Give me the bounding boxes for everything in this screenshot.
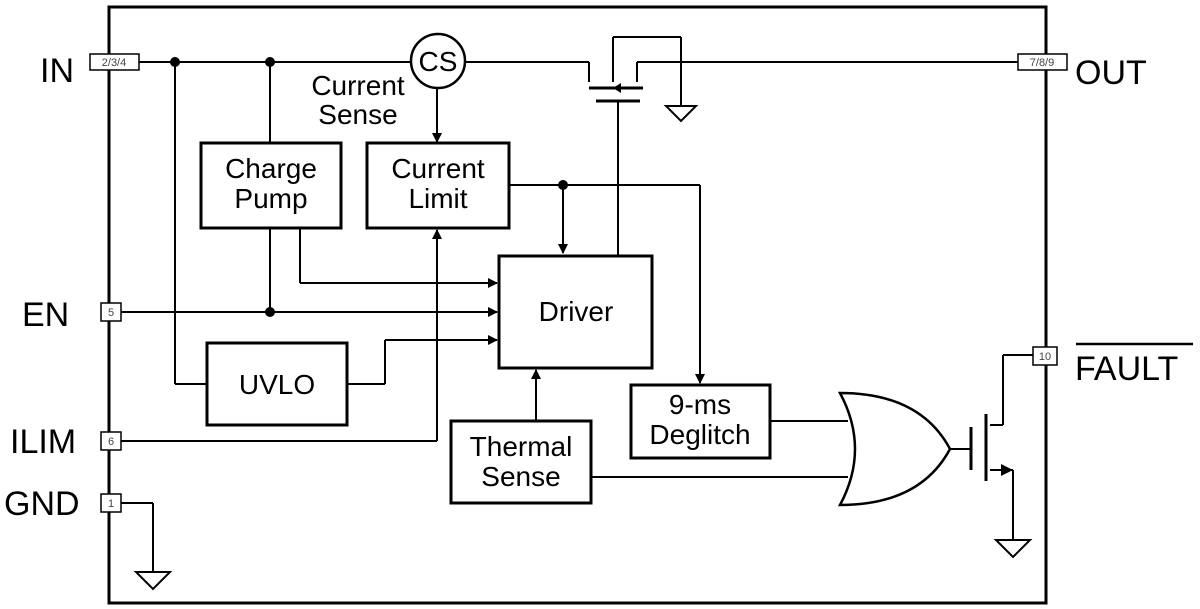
pin-out-number: 7/8/9 [1030,57,1054,69]
pin-gnd-box [100,493,122,513]
charge-pump-block [199,141,343,230]
pin-gnd-label: GND [4,485,80,523]
thermal-sense-label-line2: Sense [481,461,560,492]
thermal-sense-block [449,419,593,505]
current-sense-symbol: CS [419,46,458,77]
pin-out-label: OUT [1075,54,1147,92]
pin-out-box [1017,53,1068,71]
deglitch-block [629,383,772,460]
pin-ilim-box [100,431,122,451]
driver-block [497,254,654,370]
current-limit-label-line2: Limit [408,183,467,214]
pin-fault-box [1032,346,1058,366]
pin-in-box [89,53,140,71]
current-sense-label-line2: Sense [318,99,397,130]
pin-in-number: 2/3/4 [102,57,126,69]
thermal-sense-label-line1: Thermal [470,431,573,462]
ground-icon [133,571,173,591]
fault-fet [969,414,1013,481]
charge-pump-label-line1: Charge [225,153,317,184]
ground-icon [993,539,1033,559]
pin-fault-label: FAULT [1075,350,1178,388]
current-sense-circle [409,32,467,90]
deglitch-label-line2: Deglitch [649,419,750,450]
uvlo-block [205,341,349,427]
uvlo-label: UVLO [239,369,315,400]
current-sense-label-line1: Current [311,70,405,101]
ground-icon [663,105,699,123]
or-gate [837,391,952,507]
pass-fet [589,83,643,103]
pin-fault-number: 10 [1039,351,1051,363]
pin-ilim-number: 6 [108,436,114,448]
pin-gnd-number: 1 [108,498,114,510]
pin-en-number: 5 [108,307,114,319]
driver-label: Driver [539,296,614,327]
current-limit-label-line1: Current [391,153,485,184]
deglitch-label-line1: 9-ms [669,389,731,420]
wiring [121,36,1033,572]
pin-in-label: IN [40,52,74,90]
pin-en-box [100,302,122,322]
current-limit-block [365,141,511,230]
charge-pump-label-line2: Pump [234,183,307,214]
pin-en-label: EN [22,296,69,334]
pin-ilim-label: ILIM [10,423,76,461]
